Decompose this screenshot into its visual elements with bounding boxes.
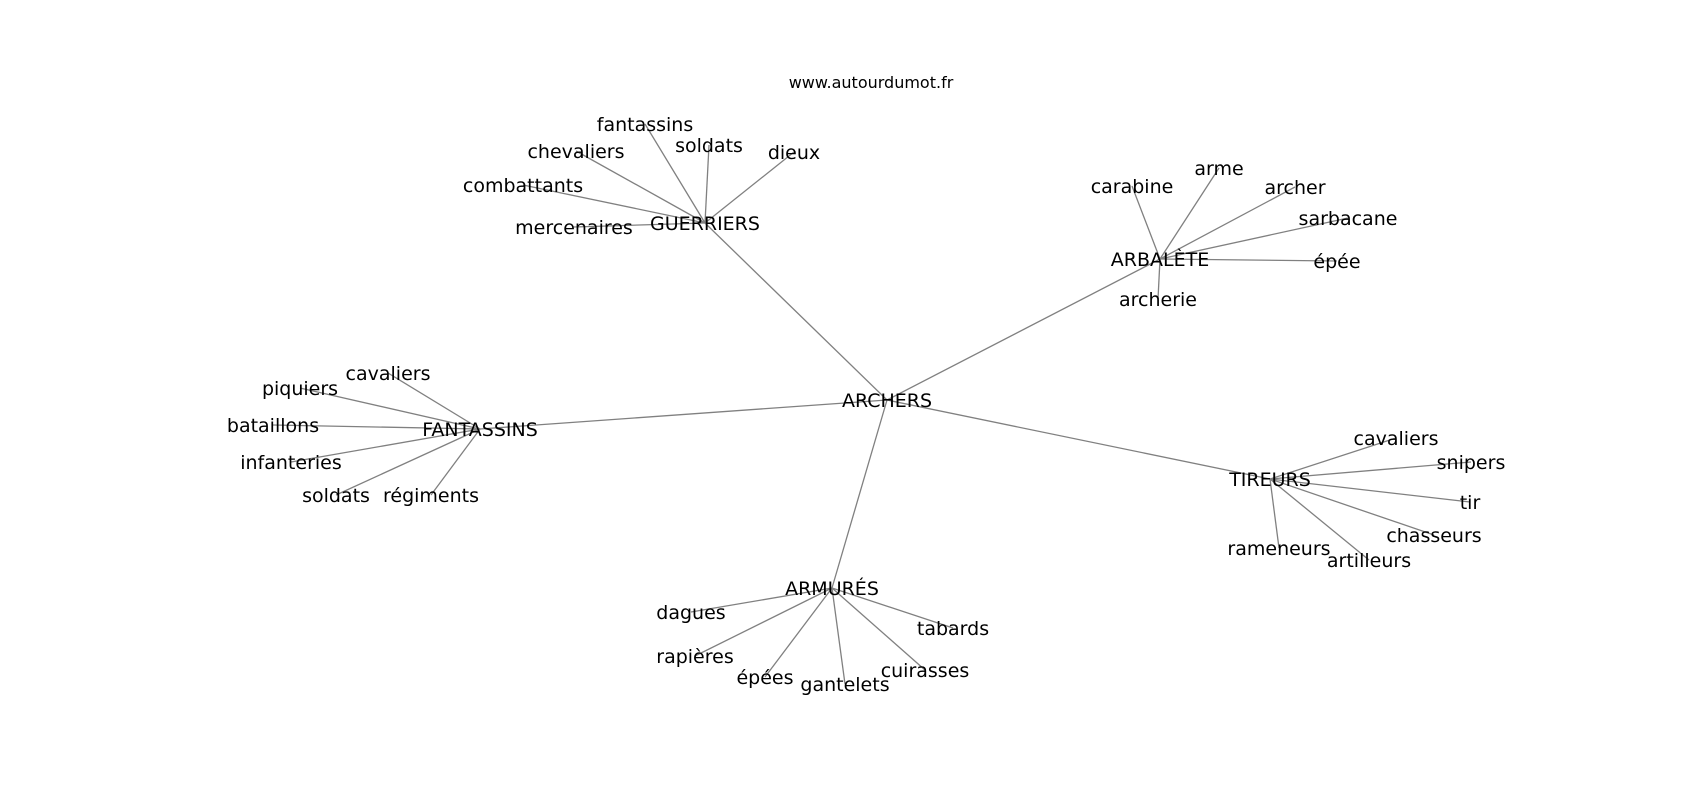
edges-layer: [272, 123, 1472, 685]
node-leaf-guerriers-0[interactable]: fantassins: [597, 114, 693, 136]
edge-armures-4: [831, 587, 846, 685]
node-center[interactable]: ARCHERS: [842, 390, 932, 412]
node-leaf-guerriers-2[interactable]: soldats: [675, 135, 743, 157]
edge-tireurs-3: [1269, 478, 1435, 536]
edge-fantassins-0: [387, 372, 481, 430]
edge-armures-0: [690, 587, 833, 613]
node-leaf-fantassins-0[interactable]: cavaliers: [346, 363, 431, 385]
edge-guerriers-2: [704, 144, 710, 224]
node-leaf-fantassins-2[interactable]: bataillons: [227, 415, 319, 437]
edge-fantassins-5: [430, 428, 481, 496]
edge-arbalete-2: [1159, 186, 1296, 260]
node-leaf-fantassins-3[interactable]: infanteries: [240, 452, 342, 474]
edge-fantassins-1: [299, 387, 481, 430]
edge-guerriers-0: [644, 123, 706, 224]
node-leaf-arbalete-5[interactable]: archerie: [1119, 289, 1197, 311]
node-hub-fantassins[interactable]: FANTASSINS: [422, 419, 538, 441]
edge-arbalete-4: [1159, 258, 1338, 262]
node-leaf-armures-2[interactable]: rapières: [656, 646, 733, 668]
edge-armures-5: [831, 587, 926, 671]
node-leaf-arbalete-1[interactable]: arme: [1194, 158, 1243, 180]
node-leaf-arbalete-4[interactable]: épée: [1313, 251, 1360, 273]
edge-tireurs-0: [1269, 437, 1397, 480]
edge-arbalete-1: [1159, 167, 1220, 260]
node-leaf-guerriers-3[interactable]: dieux: [768, 142, 820, 164]
edge-tireurs-2: [1269, 478, 1471, 503]
node-leaf-arbalete-3[interactable]: sarbacane: [1299, 208, 1398, 230]
node-hub-arbalete[interactable]: ARBALÈTE: [1111, 248, 1209, 271]
node-leaf-arbalete-2[interactable]: archer: [1264, 177, 1325, 199]
node-leaf-guerriers-4[interactable]: combattants: [463, 175, 583, 197]
node-leaf-armures-3[interactable]: épées: [736, 667, 793, 689]
edge-center-fantassins: [479, 399, 888, 430]
source-watermark: www.autourdumot.fr: [789, 73, 954, 92]
labels-layer: ARCHERS GUERRIERS fantassins chevaliers sold…: [227, 114, 1505, 696]
edge-arbalete-5: [1157, 258, 1161, 300]
edge-arbalete-3: [1159, 217, 1349, 260]
edge-armures-1: [831, 587, 954, 629]
edge-center-arbalete: [886, 258, 1161, 401]
edge-guerriers-4: [522, 184, 706, 224]
edge-fantassins-3: [290, 428, 481, 463]
edge-tireurs-1: [1269, 461, 1472, 480]
node-leaf-fantassins-5[interactable]: régiments: [383, 485, 479, 507]
node-leaf-tireurs-0[interactable]: cavaliers: [1354, 428, 1439, 450]
node-leaf-guerriers-5[interactable]: mercenaires: [515, 217, 633, 239]
edge-guerriers-1: [575, 150, 706, 224]
edge-tireurs-5: [1269, 478, 1280, 549]
node-leaf-tireurs-2[interactable]: tir: [1460, 492, 1481, 514]
edge-armures-2: [694, 587, 833, 657]
node-leaf-armures-1[interactable]: tabards: [917, 618, 989, 640]
edge-fantassins-2: [272, 424, 481, 430]
node-leaf-tireurs-4[interactable]: artilleurs: [1327, 550, 1411, 572]
node-leaf-tireurs-1[interactable]: snipers: [1437, 452, 1506, 474]
node-leaf-armures-4[interactable]: gantelets: [800, 674, 889, 696]
node-leaf-guerriers-1[interactable]: chevaliers: [527, 141, 624, 163]
node-hub-guerriers[interactable]: GUERRIERS: [650, 213, 760, 235]
node-hub-armures[interactable]: ARMURÉS: [785, 577, 879, 600]
edge-fantassins-4: [335, 428, 481, 496]
edge-center-armures: [831, 399, 888, 589]
node-leaf-tireurs-5[interactable]: rameneurs: [1227, 538, 1330, 560]
node-leaf-fantassins-4[interactable]: soldats: [302, 485, 370, 507]
node-hub-tireurs[interactable]: TIREURS: [1228, 469, 1311, 491]
node-leaf-arbalete-0[interactable]: carabine: [1091, 176, 1174, 198]
node-leaf-tireurs-3[interactable]: chasseurs: [1386, 525, 1481, 547]
edge-armures-3: [764, 587, 833, 678]
node-leaf-fantassins-1[interactable]: piquiers: [262, 378, 338, 400]
node-leaf-armures-5[interactable]: cuirasses: [881, 660, 970, 682]
edge-guerriers-5: [573, 222, 706, 228]
edge-guerriers-3: [704, 151, 795, 224]
node-leaf-armures-0[interactable]: dagues: [656, 602, 725, 624]
edge-center-guerriers: [704, 222, 888, 401]
edge-arbalete-0: [1131, 185, 1161, 260]
edge-tireurs-4: [1269, 478, 1370, 561]
edge-center-tireurs: [886, 399, 1271, 480]
